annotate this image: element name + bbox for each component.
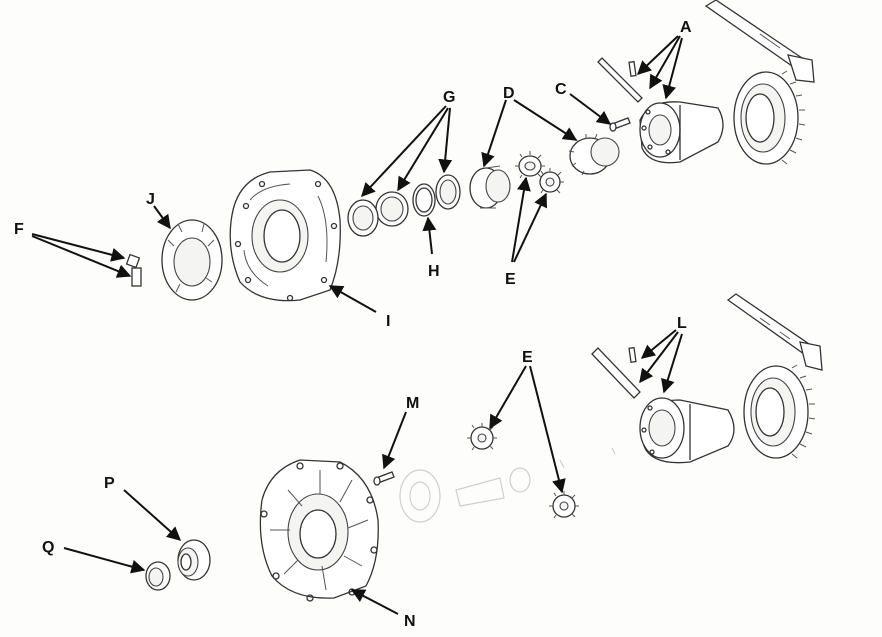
side-gear-left — [469, 165, 511, 209]
spider-gear-top-1 — [515, 151, 545, 179]
case-half-i — [229, 169, 341, 302]
spider-gear-bottom-2 — [549, 491, 579, 519]
label-n: N — [404, 613, 416, 630]
label-i: I — [386, 313, 390, 330]
shim-ring-3 — [347, 199, 379, 237]
bolt-c-top — [609, 117, 631, 132]
label-l: L — [677, 315, 687, 332]
label-a: A — [680, 19, 692, 36]
diff-case-top — [639, 101, 724, 164]
label-g: G — [443, 89, 455, 106]
label-h: H — [428, 263, 440, 280]
label-p: P — [104, 475, 115, 492]
cross-shaft-bottom — [591, 346, 641, 399]
spider-gear-top-2 — [539, 168, 564, 194]
spider-gear-bottom-1 — [467, 423, 497, 451]
leader-arrows — [31, 35, 683, 615]
label-j: J — [146, 191, 155, 208]
bearing-race-j — [161, 219, 223, 301]
case-half-n — [259, 459, 379, 602]
bolt-m — [373, 471, 395, 486]
ghost-parts — [399, 447, 616, 523]
small-parts-f — [125, 253, 142, 287]
diff-case-bottom — [639, 397, 735, 464]
label-e-bottom: E — [522, 349, 533, 366]
pinion-shaft-bottom — [726, 293, 823, 371]
shim-ring-h — [412, 183, 436, 217]
ring-gear-bottom — [743, 364, 816, 459]
race-q — [145, 561, 171, 591]
cross-shaft-top — [597, 57, 643, 103]
shim-ring-2 — [375, 191, 409, 227]
shim-ring-1 — [435, 174, 461, 210]
pinion-shaft-top — [704, 0, 815, 83]
label-q: Q — [42, 539, 54, 556]
bearing-p — [177, 539, 211, 581]
label-f: F — [14, 221, 24, 238]
label-e-top: E — [505, 271, 516, 288]
label-c: C — [555, 81, 567, 98]
ring-gear-top — [733, 70, 806, 165]
label-d: D — [503, 85, 515, 102]
side-gear-right — [568, 133, 620, 176]
label-m: M — [406, 395, 419, 412]
